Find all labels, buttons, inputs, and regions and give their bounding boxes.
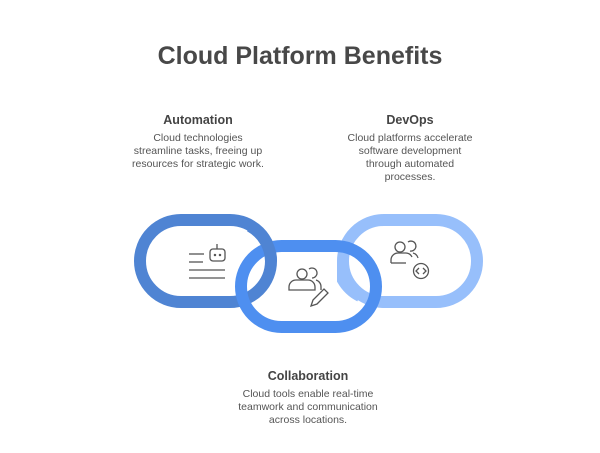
users-code-icon <box>390 240 430 280</box>
collaboration-heading: Collaboration <box>267 369 349 383</box>
devops-link-overlap <box>337 261 363 302</box>
automation-block: Automation Cloud technologies streamline… <box>128 113 268 171</box>
automation-heading: Automation <box>163 113 233 127</box>
collaboration-text: Cloud tools enable real-time teamwork an… <box>238 388 378 426</box>
page-title: Cloud Platform Benefits <box>157 42 443 70</box>
document-robot-icon <box>189 244 226 279</box>
devops-block: DevOps Cloud platforms accelerate softwa… <box>340 113 480 184</box>
users-pencil-icon <box>288 267 329 308</box>
collaboration-link <box>235 240 382 333</box>
automation-text: Cloud technologies streamline tasks, fre… <box>132 132 264 170</box>
devops-heading: DevOps <box>386 113 434 127</box>
devops-text: Cloud platforms accelerate software deve… <box>347 132 473 183</box>
collaboration-block: Collaboration Cloud tools enable real-ti… <box>238 369 378 427</box>
automation-link-overlap <box>246 220 277 262</box>
